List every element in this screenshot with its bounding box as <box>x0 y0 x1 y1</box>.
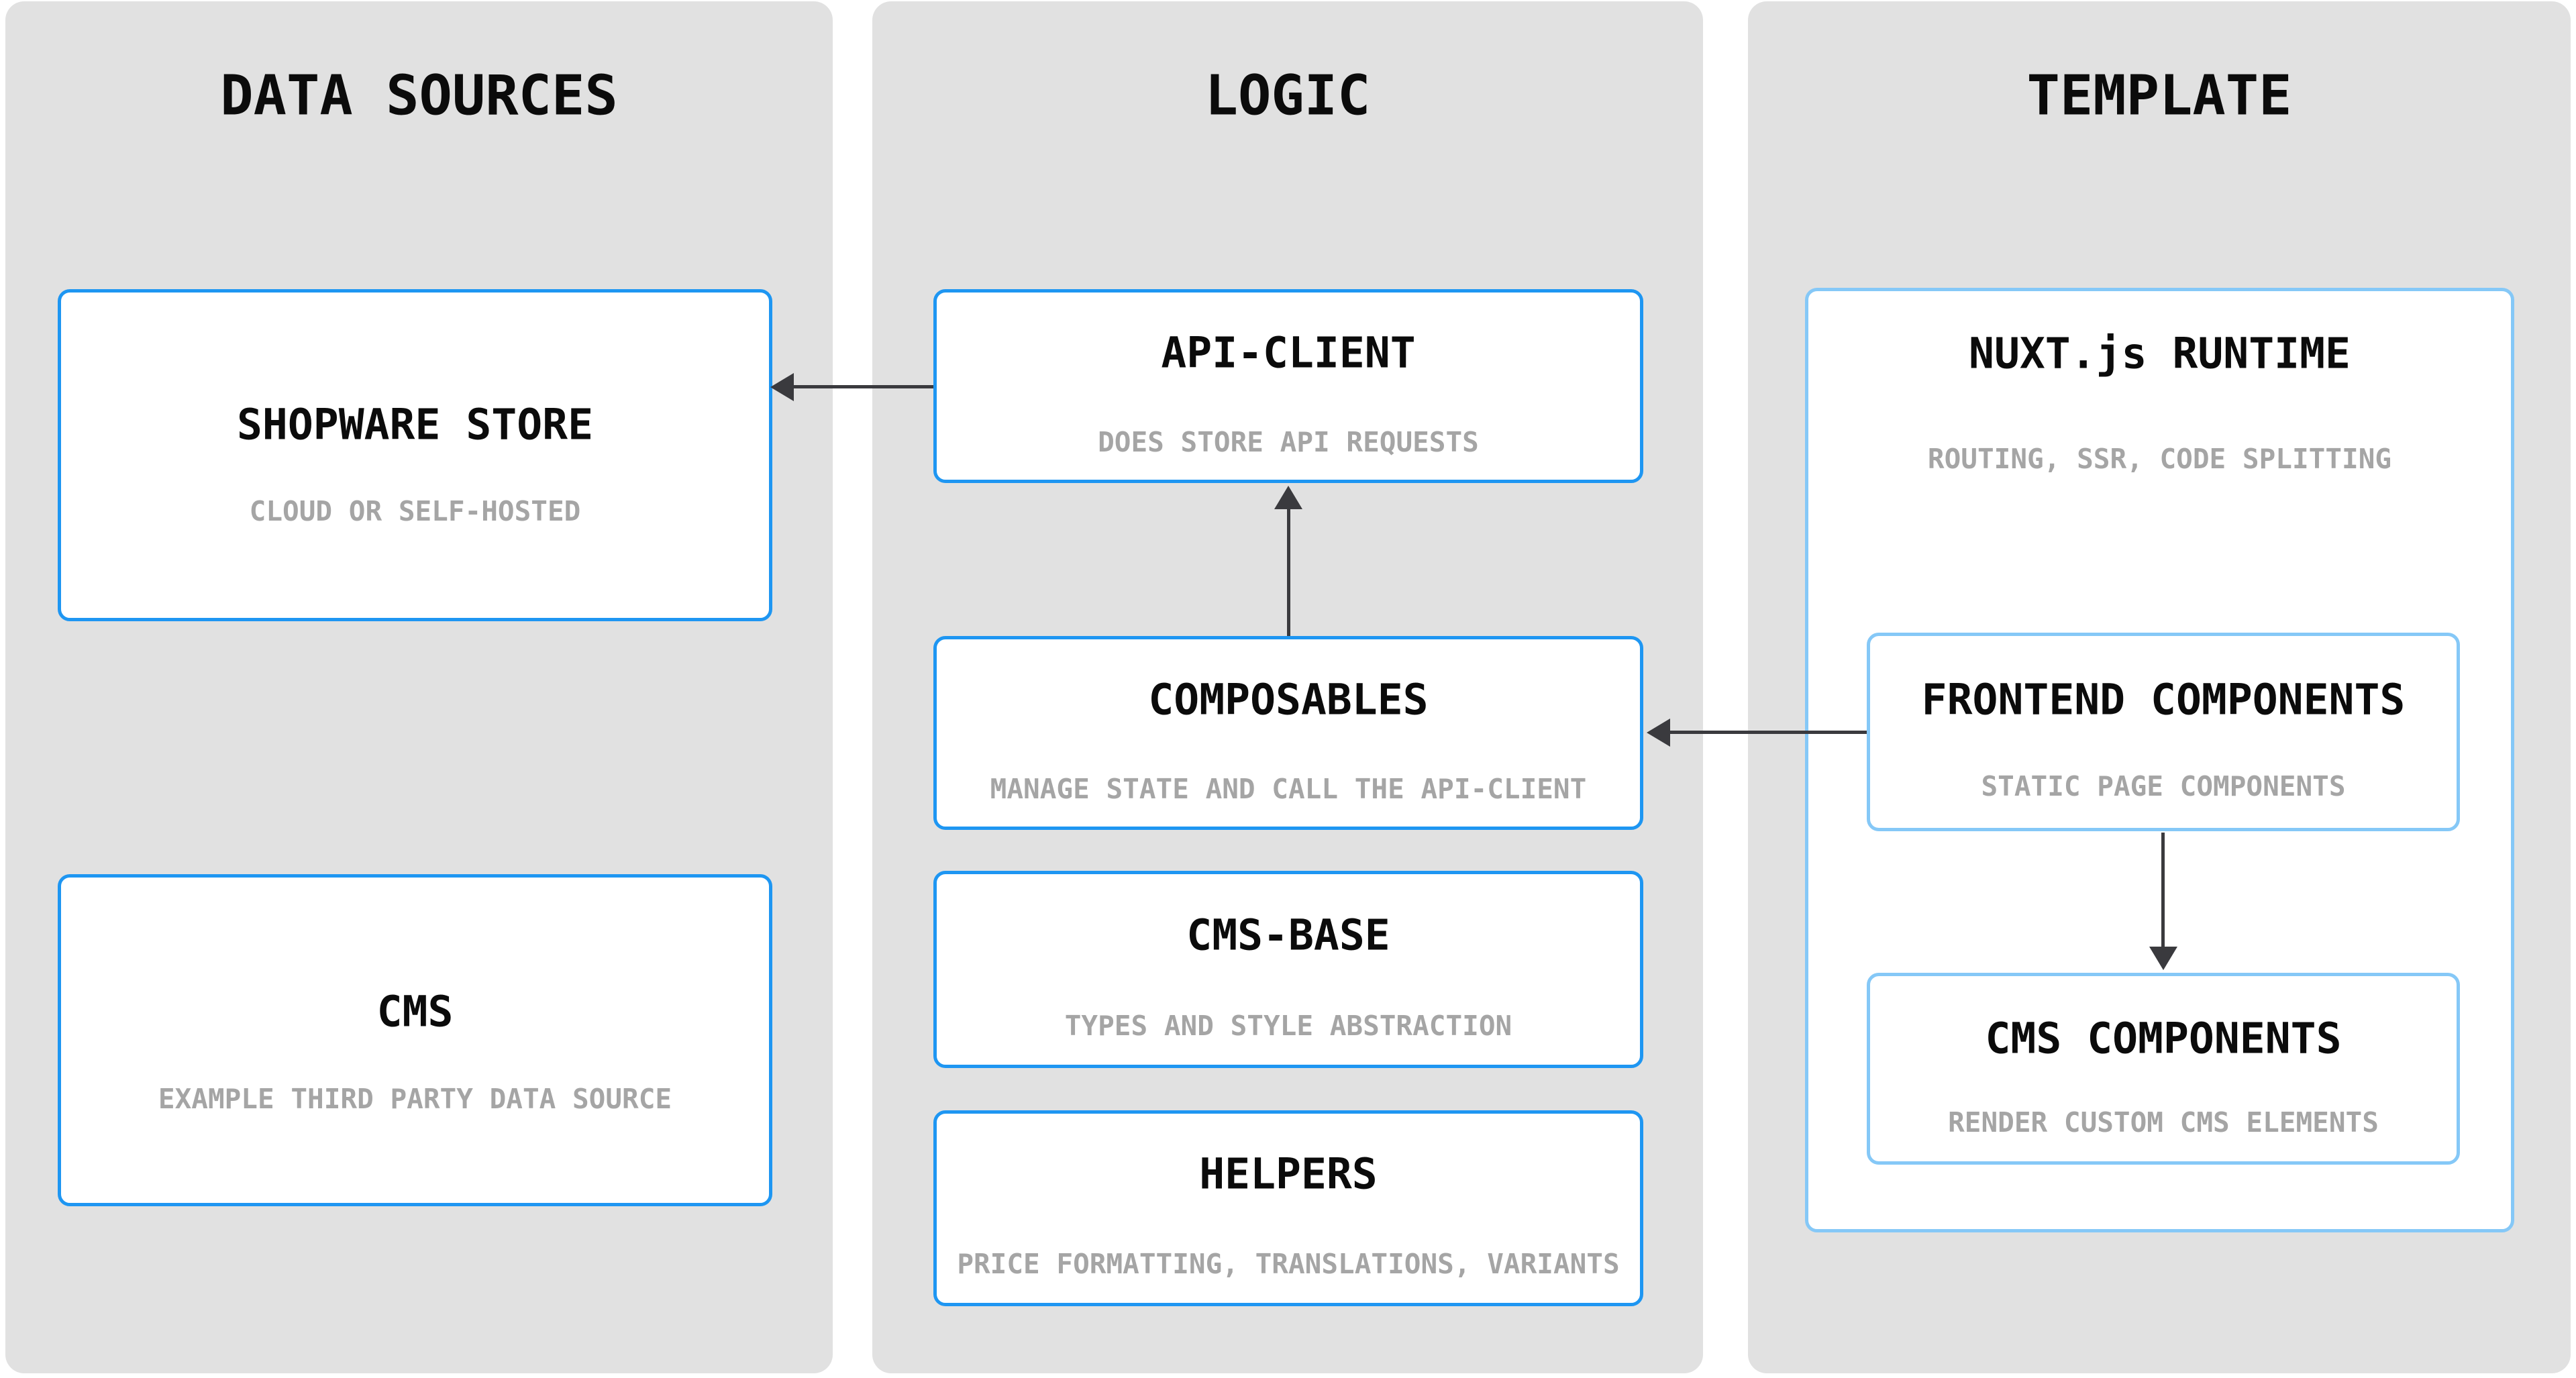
box-subtitle: ROUTING, SSR, CODE SPLITTING <box>1927 443 2392 475</box>
box-subtitle: PRICE FORMATTING, TRANSLATIONS, VARIANTS <box>957 1248 1620 1280</box>
column-title-data-sources: DATA SOURCES <box>220 64 618 128</box>
box-title: CMS COMPONENTS <box>1985 1014 2342 1063</box>
arrow-line <box>1287 507 1290 636</box>
box-subtitle: MANAGE STATE AND CALL THE API-CLIENT <box>990 773 1587 805</box>
column-title-template: TEMPLATE <box>2026 64 2292 128</box>
box-api-client: API-CLIENT DOES STORE API REQUESTS <box>933 289 1643 483</box>
box-title: NUXT.js RUNTIME <box>1969 329 2351 378</box>
arrowhead-left-icon <box>1647 719 1670 747</box>
box-title: SHOPWARE STORE <box>236 400 593 449</box>
box-subtitle: CLOUD OR SELF-HOSTED <box>249 495 581 527</box>
box-subtitle: TYPES AND STYLE ABSTRACTION <box>1064 1010 1512 1042</box>
box-subtitle: EXAMPLE THIRD PARTY DATA SOURCE <box>158 1083 672 1115</box>
arrowhead-up-icon <box>1274 486 1302 509</box>
arrow-line <box>1668 731 1867 734</box>
box-composables: COMPOSABLES MANAGE STATE AND CALL THE AP… <box>933 636 1643 830</box>
box-title: HELPERS <box>1199 1149 1378 1199</box>
box-title: API-CLIENT <box>1161 328 1416 378</box>
arrow-line <box>2161 833 2165 949</box>
box-frontend-components: FRONTEND COMPONENTS STATIC PAGE COMPONEN… <box>1867 633 2460 831</box>
box-helpers: HELPERS PRICE FORMATTING, TRANSLATIONS, … <box>933 1110 1643 1306</box>
box-title: CMS <box>376 987 454 1037</box>
box-cms-components: CMS COMPONENTS RENDER CUSTOM CMS ELEMENT… <box>1867 973 2460 1165</box>
box-subtitle: RENDER CUSTOM CMS ELEMENTS <box>1948 1106 2379 1138</box>
column-title-logic: LOGIC <box>1204 64 1371 128</box>
arrow-line <box>792 385 933 388</box>
box-title: CMS-BASE <box>1186 910 1390 960</box>
box-subtitle: DOES STORE API REQUESTS <box>1098 426 1479 458</box>
arrowhead-down-icon <box>2149 947 2177 970</box>
box-cms-base: CMS-BASE TYPES AND STYLE ABSTRACTION <box>933 871 1643 1068</box>
box-subtitle: STATIC PAGE COMPONENTS <box>1981 770 2346 802</box>
box-shopware-store: SHOPWARE STORE CLOUD OR SELF-HOSTED <box>58 289 772 621</box>
box-title: FRONTEND COMPONENTS <box>1921 675 2406 725</box>
box-title: COMPOSABLES <box>1148 675 1429 725</box>
box-cms: CMS EXAMPLE THIRD PARTY DATA SOURCE <box>58 874 772 1206</box>
arrowhead-left-icon <box>770 373 794 401</box>
